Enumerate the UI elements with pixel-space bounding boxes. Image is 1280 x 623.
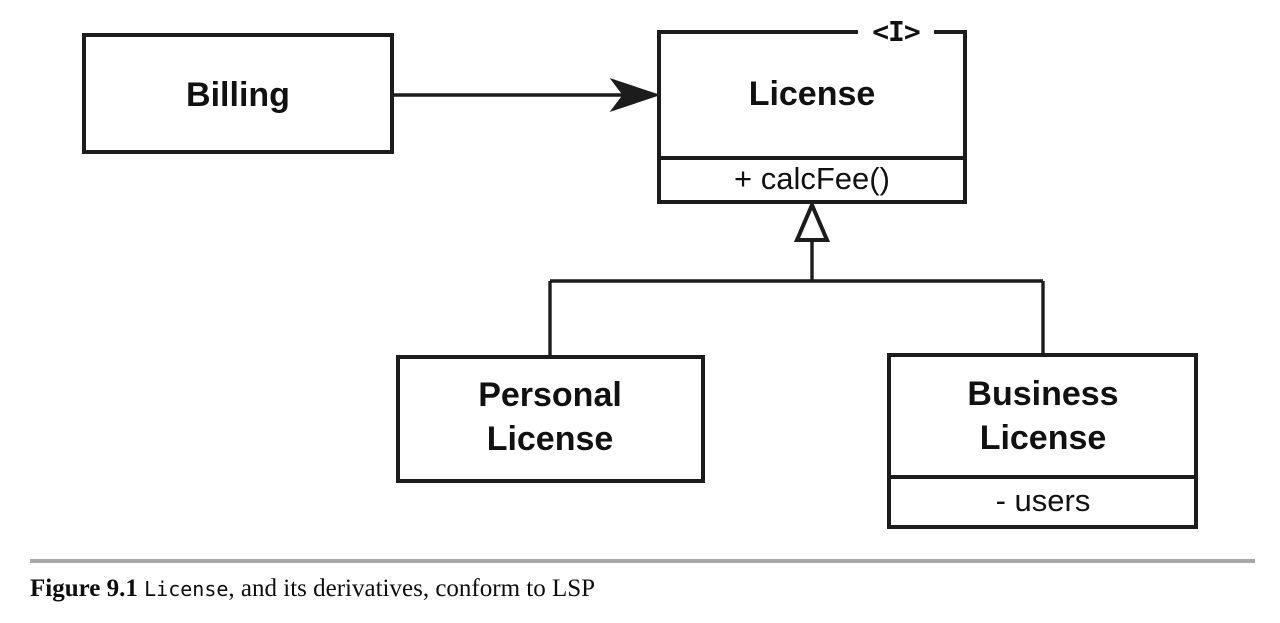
class-box-personal-license[interactable]: Personal License [396, 355, 705, 483]
billing-class-name: Billing [186, 76, 290, 114]
figure-caption-text: , and its derivatives, conform to LSP [228, 575, 596, 602]
billing-box-outline [82, 33, 394, 154]
business-license-box-outline [887, 353, 1198, 529]
personal-license-class-name-line1: Personal [478, 376, 622, 414]
class-box-license[interactable]: <I> License + calcFee() [657, 15, 967, 204]
class-box-business-license[interactable]: Business License - users [887, 353, 1198, 529]
association-billing-to-license [392, 78, 661, 112]
figure-caption-label: Figure 9.1 [30, 575, 138, 602]
generalization-tree [548, 199, 1045, 357]
business-license-attribute-users: - users [996, 483, 1091, 518]
license-stereotype-label: <I> [872, 15, 920, 48]
figure-caption-code-term: License [144, 577, 229, 601]
figure-caption: Figure 9.1 License, and its derivatives,… [30, 574, 1255, 604]
stereotype-knockout [858, 20, 934, 44]
business-license-class-name-line1: Business [967, 375, 1118, 413]
association-arrowhead-icon [609, 78, 661, 112]
license-box-outline [657, 30, 967, 204]
generalization-triangle-icon [793, 199, 831, 242]
class-box-billing[interactable]: Billing [82, 33, 394, 154]
business-license-class-name-line2: License [980, 419, 1107, 457]
personal-license-class-name-line2: License [487, 420, 614, 458]
personal-license-box-outline [396, 355, 705, 483]
caption-horizontal-rule [30, 559, 1255, 563]
license-class-name: License [749, 75, 876, 113]
uml-class-diagram: License (association) ============ --> B… [82, 15, 1198, 529]
license-operation-calcfee: + calcFee() [734, 161, 890, 196]
